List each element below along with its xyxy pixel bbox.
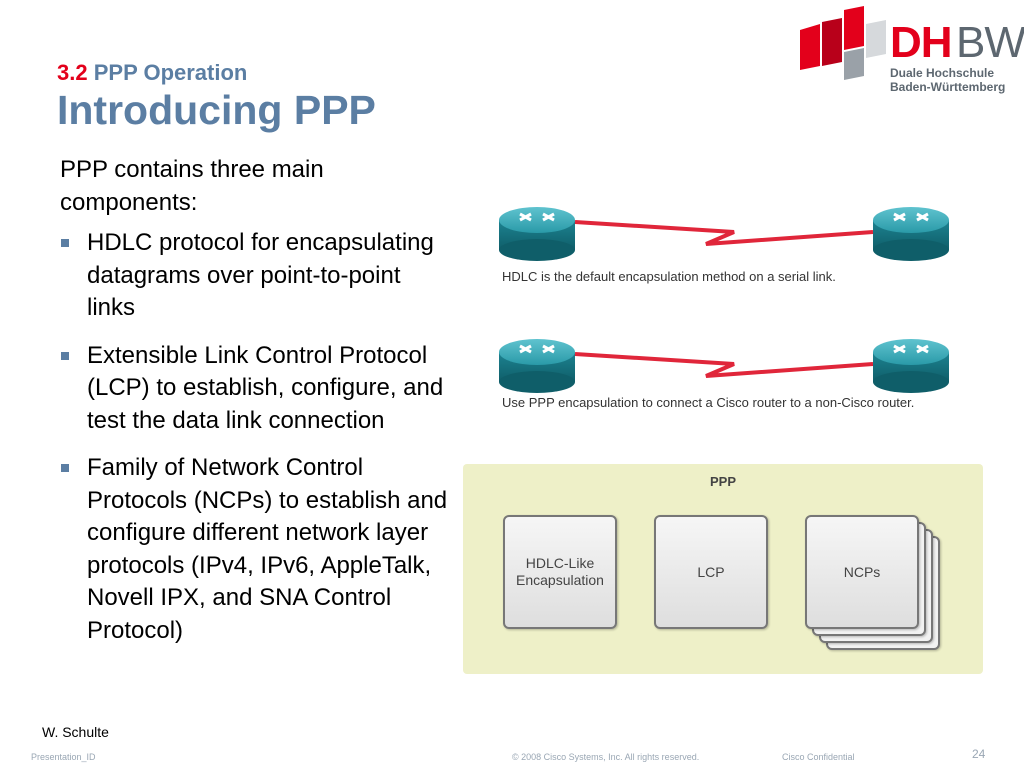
ppp-label: PPP — [709, 474, 736, 489]
bullet-text: Extensible Link Control Protocol (LCP) t… — [87, 341, 444, 434]
intro-text: PPP contains three main components: — [60, 156, 324, 216]
bullet-text: HDLC protocol for encapsulating datagram… — [87, 229, 434, 321]
bullet-item: HDLC protocol for encapsulating datagram… — [60, 227, 450, 325]
link2-caption: Use PPP encapsulation to connect a Cisco… — [502, 395, 915, 410]
page-number: 24 — [972, 747, 986, 761]
presentation-id: Presentation_ID — [31, 752, 96, 762]
ncps-component-stack: NCPs — [805, 515, 945, 655]
lcp-component-box: LCP — [654, 515, 768, 629]
logo-text-dh: DH — [890, 18, 953, 67]
router-icon — [873, 207, 949, 261]
logo-subtitle-line1: Duale Hochschule — [890, 66, 995, 80]
logo-text-bw: BW — [956, 18, 1024, 67]
section-heading: 3.2 PPP Operation — [57, 60, 247, 86]
router-icon — [499, 339, 575, 393]
hdlc-component-box: HDLC-Like Encapsulation — [503, 515, 617, 629]
serial-link-line — [574, 220, 874, 246]
router-icon — [873, 339, 949, 393]
square-bullet-icon — [61, 351, 69, 360]
router-icon — [499, 207, 575, 261]
ncps-component-label: NCPs — [843, 563, 881, 580]
hdlc-component-label: HDLC-Like Encapsulation — [516, 555, 604, 588]
bullet-text: Family of Network Control Protocols (NCP… — [87, 454, 448, 644]
lcp-component-label: LCP — [697, 563, 725, 580]
section-number: 3.2 — [57, 60, 88, 85]
square-bullet-icon — [61, 464, 69, 472]
ppp-components-panel: PPP HDLC-Like Encapsulation LCP NCPs — [463, 464, 983, 674]
author-name: W. Schulte — [42, 724, 109, 740]
square-bullet-icon — [61, 239, 69, 247]
serial-link-diagram-ppp — [499, 339, 949, 393]
section-title: PPP Operation — [93, 60, 248, 85]
copyright-notice: © 2008 Cisco Systems, Inc. All rights re… — [512, 752, 700, 762]
slide-title: Introducing PPP — [57, 87, 376, 133]
logo-subtitle-line2: Baden-Württemberg — [890, 80, 1006, 94]
confidential-label: Cisco Confidential — [782, 752, 855, 762]
dhbw-logo: DH BW Duale Hochschule Baden-Württemberg — [798, 6, 1024, 98]
serial-link-line — [574, 352, 874, 378]
body-content: PPP contains three main components: HDLC… — [60, 154, 450, 662]
dhbw-logo-mark-icon — [800, 6, 886, 80]
bullet-item: Extensible Link Control Protocol (LCP) t… — [60, 340, 450, 438]
bullet-list: HDLC protocol for encapsulating datagram… — [60, 227, 450, 647]
link1-caption: HDLC is the default encapsulation method… — [502, 269, 836, 284]
ncps-component-box: NCPs — [805, 515, 919, 629]
serial-link-diagram-hdlc — [499, 207, 949, 261]
bullet-item: Family of Network Control Protocols (NCP… — [60, 452, 450, 647]
